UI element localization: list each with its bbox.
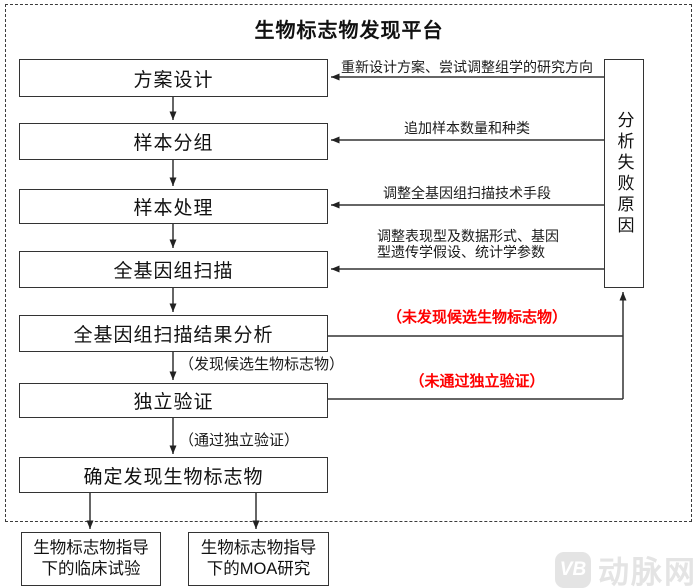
- output-label: 生物标志物指导 下的MOA研究: [200, 539, 317, 578]
- platform-boundary-frame: [5, 4, 692, 522]
- output-label: 生物标志物指导 下的临床试验: [33, 539, 149, 578]
- step-label: 全基因组扫描: [113, 261, 234, 282]
- note-candidate-found: （发现候选生物标志物）: [179, 356, 345, 373]
- vcbeat-logo-icon: VB: [555, 551, 591, 588]
- output-box-clinical-trial: 生物标志物指导 下的临床试验: [21, 532, 161, 586]
- step-label: 确定发现生物标志物: [83, 466, 264, 488]
- remedy-label-add-samples: 追加样本数量和种类: [404, 120, 530, 136]
- step-label: 样本分组: [133, 133, 214, 154]
- step-label: 独立验证: [133, 392, 214, 413]
- step-label: 全基因组扫描结果分析: [73, 325, 274, 346]
- alert-candidate-not-found: （未发现候选生物标志物）: [386, 309, 567, 326]
- step-label: 方案设计: [133, 69, 214, 91]
- step-box-scan-result-analysis: 全基因组扫描结果分析: [19, 315, 328, 352]
- step-box-confirm-biomarker: 确定发现生物标志物: [19, 457, 328, 493]
- vcbeat-logo-text: 动脉网: [598, 555, 697, 588]
- failure-analysis-label: 分析失败原因: [614, 110, 634, 237]
- step-box-sample-grouping: 样本分组: [19, 123, 328, 160]
- diagram-title: 生物标志物发现平台: [254, 20, 444, 42]
- step-box-plan-design: 方案设计: [19, 59, 328, 97]
- alert-validation-failed: （未通过独立验证）: [409, 373, 545, 390]
- step-box-independent-validation: 独立验证: [19, 383, 328, 418]
- vcbeat-watermark: VB 动脉网: [555, 547, 697, 588]
- output-box-moa-research: 生物标志物指导 下的MOA研究: [188, 532, 329, 586]
- failure-analysis-box: 分析失败原因: [604, 59, 644, 288]
- step-box-sample-processing: 样本处理: [19, 189, 328, 224]
- remedy-label-adjust-parameters: 调整表现型及数据形式、基因 型遗传学假设、统计学参数: [377, 228, 559, 260]
- step-label: 样本处理: [133, 198, 214, 219]
- remedy-label-redesign: 重新设计方案、尝试调整组学的研究方向: [341, 59, 593, 75]
- note-validation-passed: （通过独立验证）: [179, 432, 300, 449]
- step-box-genome-scan: 全基因组扫描: [19, 251, 328, 288]
- remedy-label-adjust-scan-tech: 调整全基因组扫描技术手段: [383, 185, 551, 201]
